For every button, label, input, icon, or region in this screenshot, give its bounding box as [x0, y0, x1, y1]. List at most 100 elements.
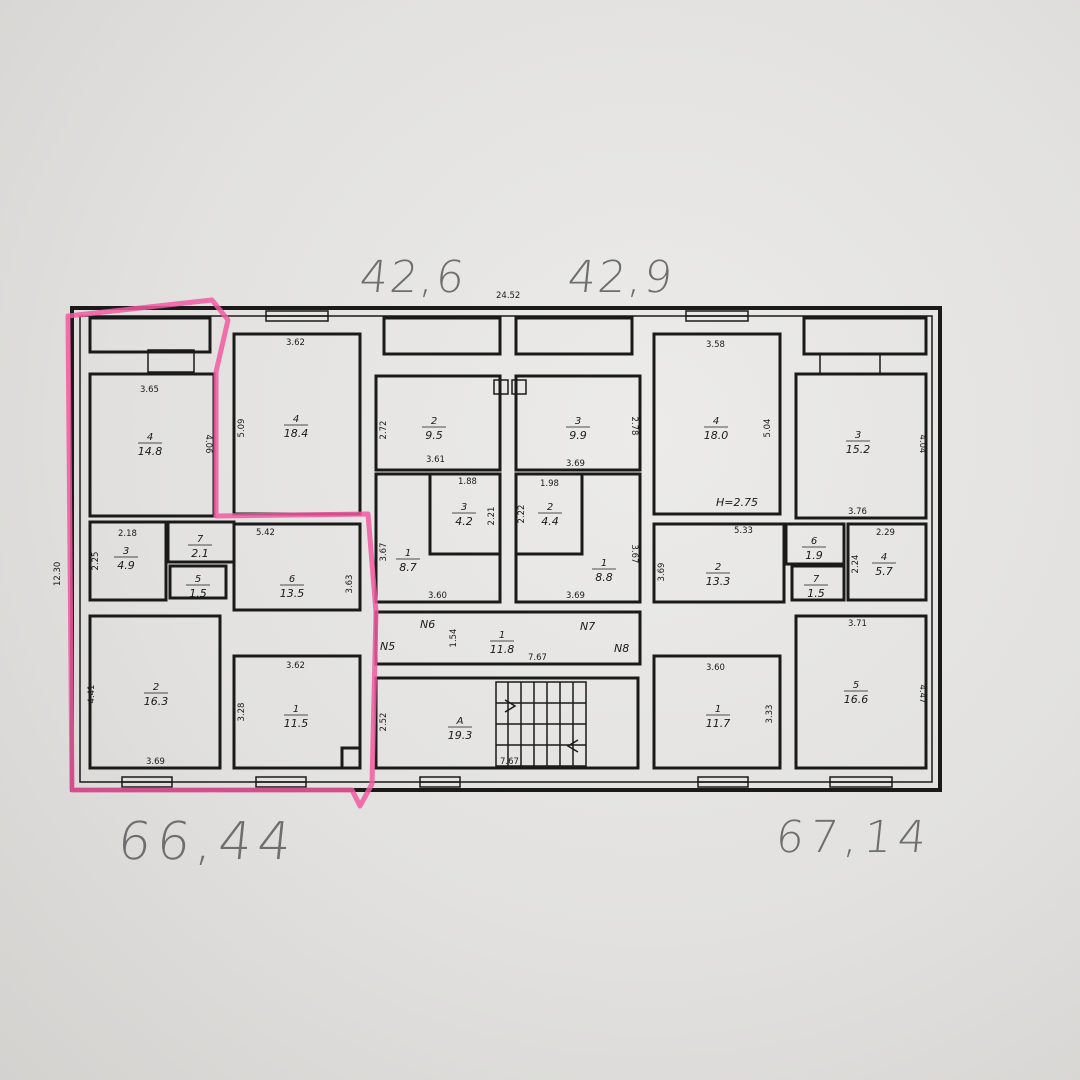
room-area: 1.5 [189, 587, 207, 600]
apartment-label-n7: N7 [580, 620, 595, 633]
room-area: 5.7 [875, 565, 893, 578]
room-dimension: 7.67 [500, 757, 519, 767]
room-dimension: 5.42 [256, 528, 275, 538]
room-dimension: 2.52 [379, 713, 389, 732]
room-area: 4.9 [117, 559, 135, 572]
room-area: 9.5 [425, 429, 443, 442]
room-number: 7 [197, 534, 204, 545]
apartment-label-n5: N5 [380, 640, 395, 653]
room-number: 4 [147, 432, 153, 443]
room-area: 1.5 [807, 587, 825, 600]
room-dimension: 3.76 [848, 507, 867, 517]
room-number: 1 [405, 548, 411, 559]
room-area: 8.7 [399, 561, 417, 574]
room-area: 13.3 [706, 575, 731, 588]
room-number: 2 [153, 682, 159, 693]
room-dimension: 3.69 [566, 459, 585, 469]
room-area: 18.0 [704, 429, 729, 442]
room-area: 16.6 [844, 693, 869, 706]
room-labels: 4 14.8 3.65 4.06 4 18.4 3.62 5.09 3 4.9 2.18 2.25 7 2… [87, 338, 927, 767]
room-number: 1 [715, 704, 721, 715]
room-number: 4 [881, 552, 887, 563]
room-number: 1 [499, 630, 505, 641]
room-number: 4 [713, 416, 719, 427]
overall-height-dimension: 12.30 [53, 562, 63, 586]
room-dimension: 3.69 [657, 563, 667, 582]
room-dimension: 4.06 [203, 435, 213, 454]
room-number: 2 [547, 502, 553, 513]
overall-width-dimension: 24.52 [496, 291, 520, 301]
room-dimension: 2.72 [379, 421, 389, 440]
room-dimension: 3.67 [379, 543, 389, 562]
room-dimension: 2.21 [487, 507, 497, 526]
room-dimension: 3.33 [765, 705, 775, 724]
room-dimension: 5.09 [237, 419, 247, 438]
room-number: 1 [601, 558, 607, 569]
room-area: 9.9 [569, 429, 587, 442]
room-dimension: 2.29 [876, 528, 895, 538]
staircase [495, 681, 587, 767]
room-area: 8.8 [595, 571, 613, 584]
room-area: 4.4 [541, 515, 559, 528]
room-dimension: 3.28 [237, 703, 247, 722]
room-number: 3 [575, 416, 581, 427]
room-dimension: 1.54 [449, 629, 459, 648]
room-number: 6 [811, 536, 817, 547]
room-dimension: 3.67 [629, 545, 639, 564]
room-dimension: 2.22 [517, 505, 527, 524]
room-area: 14.8 [138, 445, 163, 458]
room-number: 5 [853, 680, 859, 691]
room-area: 19.3 [448, 729, 473, 742]
room-dimension: 5.04 [763, 419, 773, 438]
room-dimension: 3.61 [426, 455, 445, 465]
windows [121, 310, 893, 788]
room-dimension: 4.47 [917, 685, 927, 704]
room-dimension: 2.25 [91, 552, 101, 571]
room-number: A [456, 716, 464, 727]
room-dimension: 5.33 [734, 526, 753, 536]
room-dimension: 3.71 [848, 619, 867, 629]
room-area: 13.5 [280, 587, 305, 600]
apartment-label-n6: N6 [420, 618, 435, 631]
room-area: 11.5 [284, 717, 309, 730]
room-area: 16.3 [144, 695, 169, 708]
room-area: 4.2 [455, 515, 473, 528]
room-dimension: 3.62 [286, 338, 305, 348]
room-dimension: 2.18 [118, 529, 137, 539]
room-dimension: 4.41 [87, 685, 97, 704]
room-number: 2 [715, 562, 721, 573]
room-dimension: 3.63 [345, 575, 355, 594]
room-dimension: 4.04 [917, 435, 927, 454]
apartment-label-n8: N8 [614, 642, 629, 655]
room-dimension: 2.78 [629, 417, 639, 436]
room-dimension: 7.67 [528, 653, 547, 663]
room-area: 2.1 [191, 547, 209, 560]
ceiling-height: H=2.75 [716, 496, 758, 509]
room-number: 3 [855, 430, 861, 441]
room-dimension: 3.69 [566, 591, 585, 601]
room-number: 4 [293, 414, 299, 425]
room-area: 11.8 [490, 643, 515, 656]
room-area: 11.7 [706, 717, 731, 730]
room-area: 1.9 [805, 549, 823, 562]
room-number: 3 [461, 502, 467, 513]
room-number: 5 [195, 574, 201, 585]
room-dimension: 2.24 [851, 555, 861, 574]
room-dimension: 3.60 [706, 663, 725, 673]
room-area: 18.4 [284, 427, 309, 440]
room-dimension: 3.60 [428, 591, 447, 601]
room-dimension: 3.65 [140, 385, 159, 395]
room-number: 2 [431, 416, 437, 427]
room-dimension: 1.98 [540, 479, 559, 489]
room-number: 3 [123, 546, 129, 557]
room-dimension: 1.88 [458, 477, 477, 487]
room-area: 15.2 [846, 443, 871, 456]
room-dimension: 3.69 [146, 757, 165, 767]
interior-walls [88, 316, 928, 770]
room-number: 7 [813, 574, 820, 585]
highlight-outline [65, 297, 379, 809]
room-dimension: 3.62 [286, 661, 305, 671]
room-number: 1 [293, 704, 299, 715]
room-dimension: 3.58 [706, 340, 725, 350]
